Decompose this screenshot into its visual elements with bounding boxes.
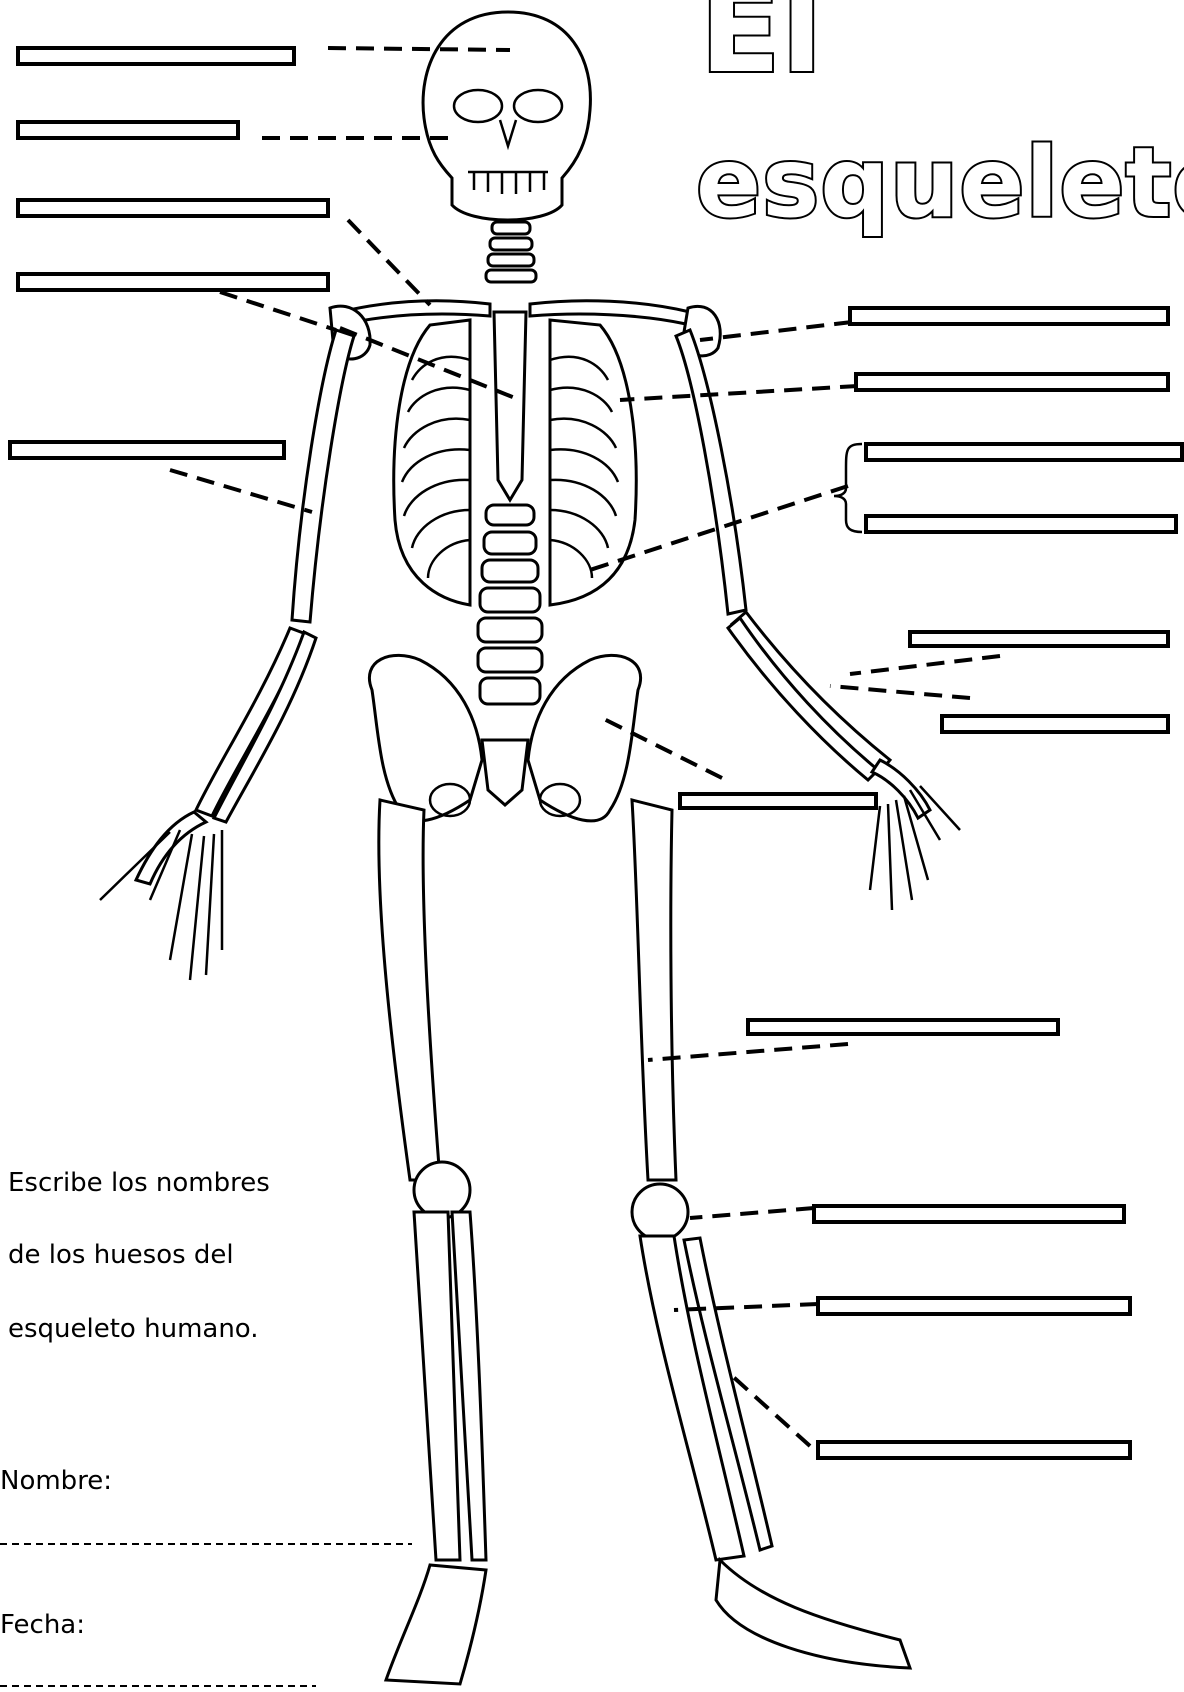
title-line-1: El <box>700 0 823 90</box>
left-arm <box>100 330 354 980</box>
left-leg <box>379 800 486 1684</box>
title-line-2: esqueleto <box>696 128 1184 238</box>
instruction-line-2: de los huesos del <box>8 1240 234 1270</box>
right-arm <box>676 330 960 910</box>
answer-box-8[interactable] <box>866 444 1182 460</box>
answer-box-6[interactable] <box>850 308 1168 324</box>
instruction-line-1: Escribe los nombres <box>8 1168 270 1198</box>
answer-box-9[interactable] <box>866 516 1176 532</box>
answer-box-16[interactable] <box>818 1442 1130 1458</box>
name-label: Nombre: <box>0 1466 112 1496</box>
answer-box-15[interactable] <box>818 1298 1130 1314</box>
answer-box-7[interactable] <box>856 374 1168 390</box>
answer-box-1[interactable] <box>18 48 294 64</box>
instruction-line-3: esqueleto humano. <box>8 1314 259 1344</box>
answer-box-14[interactable] <box>814 1206 1124 1222</box>
right-leg <box>632 800 910 1668</box>
answer-box-11[interactable] <box>942 716 1168 732</box>
answer-box-2[interactable] <box>18 122 238 138</box>
skull <box>423 12 590 220</box>
answer-box-10[interactable] <box>910 632 1168 646</box>
cervical-spine <box>486 222 536 282</box>
answer-box-3[interactable] <box>18 200 328 216</box>
answer-box-4[interactable] <box>18 274 328 290</box>
answer-box-13[interactable] <box>748 1020 1058 1034</box>
date-label: Fecha: <box>0 1610 85 1640</box>
answer-box-5[interactable] <box>10 442 284 458</box>
vertebral-column <box>478 505 542 704</box>
skeleton-figure <box>100 12 960 1684</box>
answer-box-12[interactable] <box>680 794 876 808</box>
